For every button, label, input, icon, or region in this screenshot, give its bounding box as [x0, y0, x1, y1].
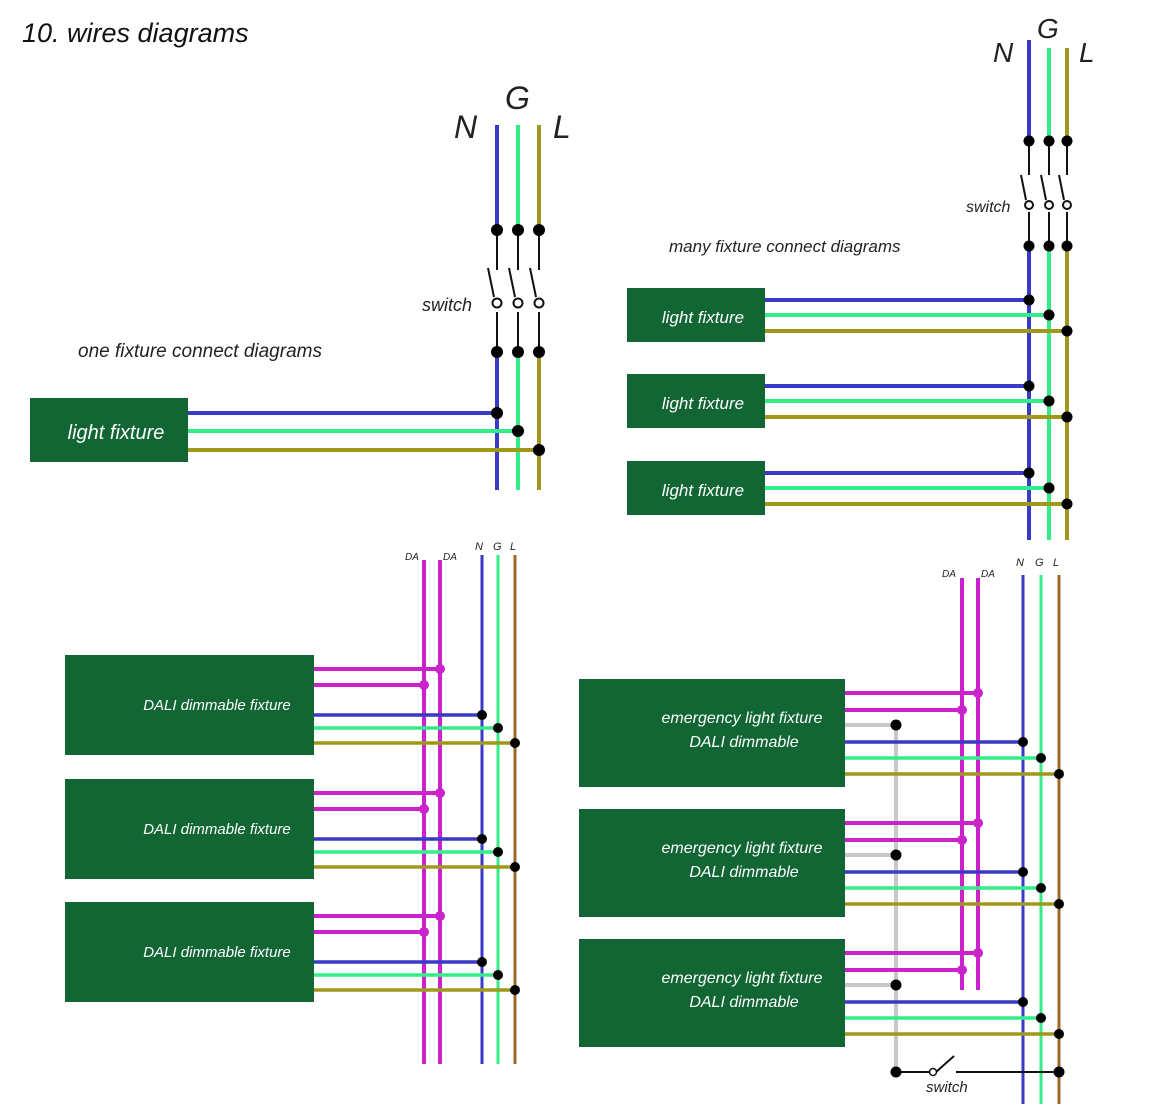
emergency-fixture-label-line2: DALI dimmable — [689, 864, 798, 881]
light-fixture-label: light fixture — [68, 422, 165, 444]
emergency-fixture-box — [579, 809, 845, 917]
switch-label: switch — [966, 199, 1011, 216]
emergency-fixture-label-line1: emergency light fixture — [662, 710, 823, 727]
da-label-1: DA — [942, 569, 956, 580]
l-label: L — [1053, 557, 1059, 569]
dali-fixture-box — [65, 902, 314, 1002]
n-label: N — [475, 541, 483, 553]
l-label: L — [1079, 37, 1095, 68]
light-fixture-label: light fixture — [662, 308, 744, 327]
emergency-fixture-label-line2: DALI dimmable — [689, 734, 798, 751]
switch-label: switch — [926, 1079, 968, 1096]
switch-symbol — [1020, 141, 1072, 246]
g-label: G — [1035, 557, 1044, 569]
da-label-1: DA — [405, 552, 419, 563]
emergency-fixture-label-line1: emergency light fixture — [662, 970, 823, 987]
n-label: N — [993, 37, 1014, 68]
da-label-2: DA — [981, 569, 995, 580]
light-fixture-label: light fixture — [662, 394, 744, 413]
l-label: L — [553, 109, 571, 145]
emergency-fixture-box — [579, 939, 845, 1047]
emergency-fixture-label-line1: emergency light fixture — [662, 840, 823, 857]
dali-fixture-box — [65, 655, 314, 755]
emergency-diagram: DA DA N G L emergency light fixtureDALI … — [579, 557, 1065, 1104]
light-fixture-label: light fixture — [662, 481, 744, 500]
switch-symbol — [487, 230, 545, 352]
light-fixture-box — [627, 288, 765, 342]
many-fixture-diagram: many fixture connect diagrams switch N G… — [627, 13, 1095, 540]
dali-fixture-box — [65, 779, 314, 879]
n-label: N — [1016, 557, 1024, 569]
g-label: G — [493, 541, 502, 553]
one-fixture-diagram: one fixture connect diagrams switch N G … — [30, 80, 571, 490]
one-fixture-caption: one fixture connect diagrams — [78, 341, 322, 362]
switch-label: switch — [422, 295, 472, 315]
g-label: G — [1037, 13, 1059, 44]
light-fixture-box — [30, 398, 188, 462]
emergency-fixture-box — [579, 679, 845, 787]
many-fixture-caption: many fixture connect diagrams — [669, 237, 901, 256]
page-title: 10. wires diagrams — [22, 18, 249, 48]
da-label-2: DA — [443, 552, 457, 563]
dali-fixture-label: DALI dimmable fixture — [143, 944, 291, 961]
l-label: L — [510, 541, 516, 553]
emergency-fixture-label-line2: DALI dimmable — [689, 994, 798, 1011]
g-label: G — [505, 80, 530, 116]
light-fixture-box — [627, 374, 765, 428]
n-label: N — [454, 109, 478, 145]
dali-fixture-label: DALI dimmable fixture — [143, 697, 291, 714]
light-fixture-box — [627, 461, 765, 515]
dali-fixture-label: DALI dimmable fixture — [143, 821, 291, 838]
